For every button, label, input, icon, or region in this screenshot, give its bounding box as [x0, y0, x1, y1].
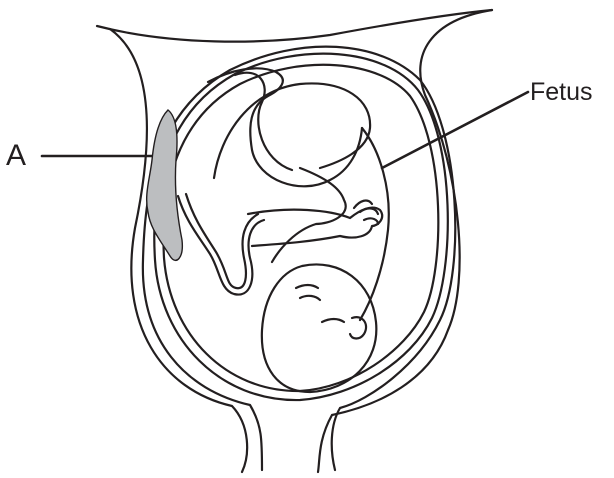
label-fetus: Fetus [530, 80, 593, 105]
uterine-wall-inner [143, 47, 455, 470]
fetus-leg [248, 208, 382, 246]
umbilical-cord-inner [186, 194, 258, 288]
fetus-face-lines [296, 285, 344, 322]
pointer-line-fetus [382, 92, 528, 168]
fetus-ear [350, 317, 366, 338]
fetus-back [360, 128, 389, 320]
structure-a-shaded [147, 110, 183, 260]
fetus-head [262, 264, 377, 392]
amniotic-membrane [154, 54, 448, 400]
umbilical-cord [178, 196, 264, 295]
label-a: A [6, 141, 26, 171]
uterine-wall-outer-right [318, 10, 492, 472]
fetus-thigh [214, 83, 370, 178]
amniotic-membrane-inner [163, 65, 438, 391]
